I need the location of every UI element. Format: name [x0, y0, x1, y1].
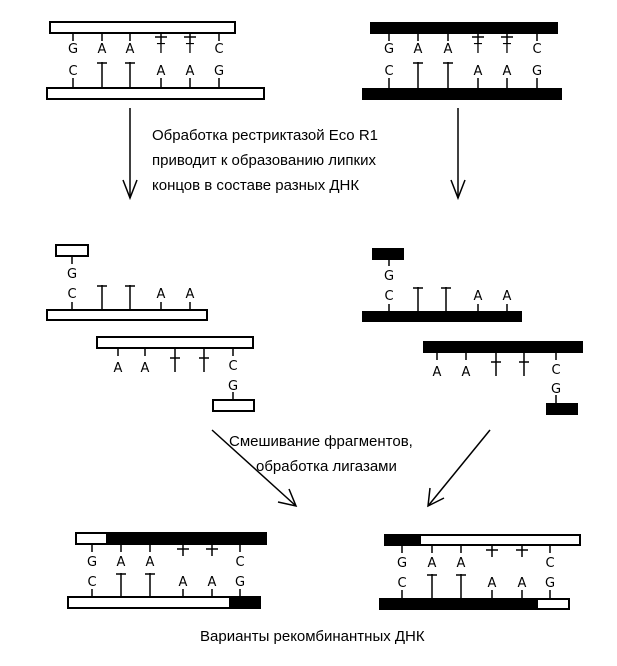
dna-white-original [46, 21, 265, 100]
base: G [67, 267, 77, 282]
base: A [117, 555, 126, 570]
base: G [545, 576, 555, 591]
base: C [87, 575, 96, 590]
black-fragment-right: A A C G [423, 341, 583, 415]
base: C [235, 555, 244, 570]
caption-line: концов в составе разных ДНК [152, 177, 359, 194]
base: C [551, 363, 560, 378]
base: C [68, 64, 77, 79]
down-arrow-right [450, 108, 466, 201]
ligase-caption: Смешивание фрагментов, обработка лигазам… [229, 433, 413, 475]
diagonal-arrow-right [427, 429, 491, 508]
base: G [532, 64, 542, 79]
base: A [428, 556, 437, 571]
base: A [98, 42, 107, 57]
base: G [384, 42, 394, 57]
base: A [146, 555, 155, 570]
base: A [474, 64, 483, 79]
base: G [87, 555, 97, 570]
base: C [228, 359, 237, 374]
white-original-top-bases: G A A T T C [68, 42, 224, 57]
restriction-caption: Обработка рестриктазой Eco R1 приводит к… [152, 127, 378, 194]
base: A [141, 361, 150, 376]
dna-black-original [362, 22, 562, 100]
caption-line: Смешивание фрагментов, [229, 433, 413, 450]
base: A [433, 365, 442, 380]
base: A [114, 361, 123, 376]
base: C [214, 42, 223, 57]
base: C [384, 64, 393, 79]
base: C [397, 576, 406, 591]
base: G [384, 269, 394, 284]
black-fragment-left: G C A A [362, 248, 522, 322]
black-original-bonds [388, 34, 538, 88]
base: T [502, 42, 511, 57]
base: G [68, 42, 78, 57]
base: A [462, 365, 471, 380]
base: A [414, 42, 423, 57]
down-arrow-left [122, 108, 138, 201]
base: C [545, 556, 554, 571]
base: G [228, 379, 238, 394]
base: C [384, 289, 393, 304]
recombinant-dna-right: G A A C C A A G [379, 534, 581, 610]
caption-line: Обработка рестриктазой Eco R1 [152, 127, 378, 144]
white-fragment-left: G C A A [46, 244, 208, 321]
base: A [208, 575, 217, 590]
white-original-bottom-bases: C A A G [68, 64, 224, 79]
caption-line: обработка лигазами [256, 458, 397, 475]
base: A [488, 576, 497, 591]
black-original-bottom-bases: C A A G [384, 64, 542, 79]
recombinant-dna-left: G A A C C A A G [67, 532, 267, 609]
base: A [503, 289, 512, 304]
base: A [518, 576, 527, 591]
base: C [532, 42, 541, 57]
base: A [126, 42, 135, 57]
white-fragment-right: A A C G [96, 336, 255, 412]
base: A [474, 289, 483, 304]
base: A [186, 287, 195, 302]
base: A [179, 575, 188, 590]
base: A [157, 287, 166, 302]
base: T [156, 42, 165, 57]
base: G [397, 556, 407, 571]
base: T [185, 42, 194, 57]
black-original-top-bases: G A A T T C [384, 42, 542, 57]
base: G [235, 575, 245, 590]
base: A [157, 64, 166, 79]
base: G [214, 64, 224, 79]
base: A [186, 64, 195, 79]
base: C [67, 287, 76, 302]
base: T [473, 42, 482, 57]
result-caption: Варианты рекомбинантных ДНК [200, 628, 425, 645]
base: A [457, 556, 466, 571]
diagonal-arrow-left [211, 429, 298, 508]
base: A [503, 64, 512, 79]
white-original-bonds [72, 33, 220, 88]
base: A [444, 42, 453, 57]
caption-line: приводит к образованию липких [152, 152, 376, 169]
base: G [551, 382, 561, 397]
